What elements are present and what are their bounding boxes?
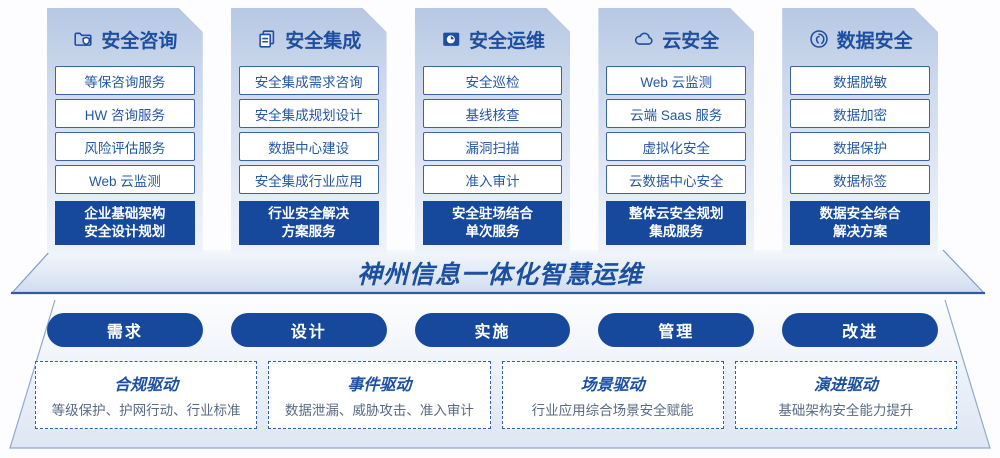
- service-item: 等保咨询服务: [55, 66, 195, 95]
- driver-title: 场景驱动: [580, 377, 645, 394]
- service-item: Web 云监测: [606, 66, 746, 95]
- highlight-line: 企业基础架构: [84, 205, 166, 221]
- service-item: 安全集成需求咨询: [239, 66, 379, 95]
- service-item: 数据标签: [790, 165, 930, 194]
- service-item: 云端 Saas 服务: [606, 99, 746, 128]
- highlight-line: 安全设计规划: [84, 224, 166, 239]
- card-data-security: 数据安全 数据脱敏 数据加密 数据保护 数据标签 数据安全综合 解决方案: [782, 8, 938, 253]
- service-columns: 安全咨询 等保咨询服务 HW 咨询服务 风险评估服务 Web 云监测 企业基础架…: [47, 8, 938, 253]
- highlight-line: 方案服务: [281, 224, 336, 239]
- card-security-operations: 安全运维 安全巡检 基线核查 漏洞扫描 准入审计 安全驻场结合 单次服务: [415, 8, 571, 253]
- folder-shield-icon: [72, 28, 94, 50]
- service-item: Web 云监测: [55, 165, 195, 194]
- highlight-line: 数据安全综合: [819, 205, 901, 221]
- driver-title: 合规驱动: [114, 377, 179, 394]
- phase-pill-implementation: 实施: [414, 313, 571, 347]
- highlight-line: 集成服务: [649, 224, 704, 239]
- fingerprint-icon: [808, 28, 830, 50]
- card-header: 数据安全: [790, 24, 930, 54]
- card-title: 安全运维: [468, 30, 545, 52]
- service-item: 漏洞扫描: [423, 132, 563, 161]
- card-title: 云安全: [662, 30, 720, 52]
- banner-platform-shape: [11, 250, 985, 294]
- driver-boxes: 合规驱动 等级保护、护网行动、行业标准 事件驱动 数据泄漏、威胁攻击、准入审计 …: [35, 361, 957, 429]
- cloud-icon: [633, 28, 655, 50]
- card-security-integration: 安全集成 安全集成需求咨询 安全集成规划设计 数据中心建设 安全集成行业应用 行…: [231, 8, 387, 253]
- phase-pill-design: 设计: [230, 313, 387, 347]
- card-header: 安全运维: [423, 24, 563, 54]
- service-item: 基线核查: [423, 99, 563, 128]
- highlight-line: 解决方案: [833, 224, 888, 239]
- service-item: 安全巡检: [423, 66, 563, 95]
- driver-evolution: 演进驱动 基础架构安全能力提升: [734, 361, 957, 429]
- highlight-service: 整体云安全规划 集成服务: [606, 201, 746, 245]
- service-item: 安全集成规划设计: [239, 99, 379, 128]
- card-cloud-security: 云安全 Web 云监测 云端 Saas 服务 虚拟化安全 云数据中心安全 整体云…: [598, 8, 754, 253]
- phase-pill-requirements: 需求: [47, 313, 203, 347]
- highlight-service: 行业安全解决 方案服务: [239, 201, 379, 245]
- service-item: 风险评估服务: [55, 132, 195, 161]
- service-item: 数据中心建设: [239, 132, 379, 161]
- driver-desc: 等级保护、护网行动、行业标准: [51, 403, 241, 418]
- highlight-service: 安全驻场结合 单次服务: [423, 201, 563, 245]
- card-header: 云安全: [606, 24, 746, 54]
- highlight-line: 整体云安全规划: [629, 205, 724, 221]
- service-item: HW 咨询服务: [55, 99, 195, 128]
- driver-title: 事件驱动: [347, 377, 412, 394]
- driver-desc: 数据泄漏、威胁攻击、准入审计: [284, 403, 474, 418]
- highlight-service: 企业基础架构 安全设计规划: [55, 201, 195, 245]
- service-item: 准入审计: [423, 165, 563, 194]
- highlight-service: 数据安全综合 解决方案: [790, 201, 930, 245]
- service-item: 数据脱敏: [790, 66, 930, 95]
- driver-scenario: 场景驱动 行业应用综合场景安全赋能: [501, 361, 724, 429]
- driver-incident: 事件驱动 数据泄漏、威胁攻击、准入审计: [268, 361, 491, 429]
- card-title: 安全集成: [285, 30, 362, 52]
- driver-compliance: 合规驱动 等级保护、护网行动、行业标准: [35, 361, 258, 429]
- driver-title: 演进驱动: [813, 377, 878, 394]
- process-phases: 需求 设计 实施 管理 改进: [47, 313, 938, 347]
- phase-pill-management: 管理: [598, 313, 755, 347]
- highlight-line: 单次服务: [465, 224, 520, 239]
- service-item: 数据加密: [790, 99, 930, 128]
- service-item: 数据保护: [790, 132, 930, 161]
- driver-desc: 行业应用综合场景安全赋能: [531, 403, 694, 418]
- card-header: 安全集成: [239, 24, 379, 54]
- card-title: 安全咨询: [101, 30, 178, 52]
- card-header: 安全咨询: [55, 24, 195, 54]
- card-security-consulting: 安全咨询 等保咨询服务 HW 咨询服务 风险评估服务 Web 云监测 企业基础架…: [47, 8, 203, 253]
- service-item: 云数据中心安全: [606, 165, 746, 194]
- highlight-line: 安全驻场结合: [451, 205, 533, 221]
- card-title: 数据安全: [836, 30, 913, 52]
- phase-pill-improvement: 改进: [782, 313, 938, 347]
- driver-desc: 基础架构安全能力提升: [778, 403, 914, 418]
- documents-icon: [256, 28, 278, 50]
- service-item: 安全集成行业应用: [239, 165, 379, 194]
- service-item: 虚拟化安全: [606, 132, 746, 161]
- banner-title: 神州信息一体化智慧运维: [356, 261, 643, 289]
- folder-clock-icon: [440, 28, 462, 50]
- highlight-line: 行业安全解决: [268, 205, 350, 221]
